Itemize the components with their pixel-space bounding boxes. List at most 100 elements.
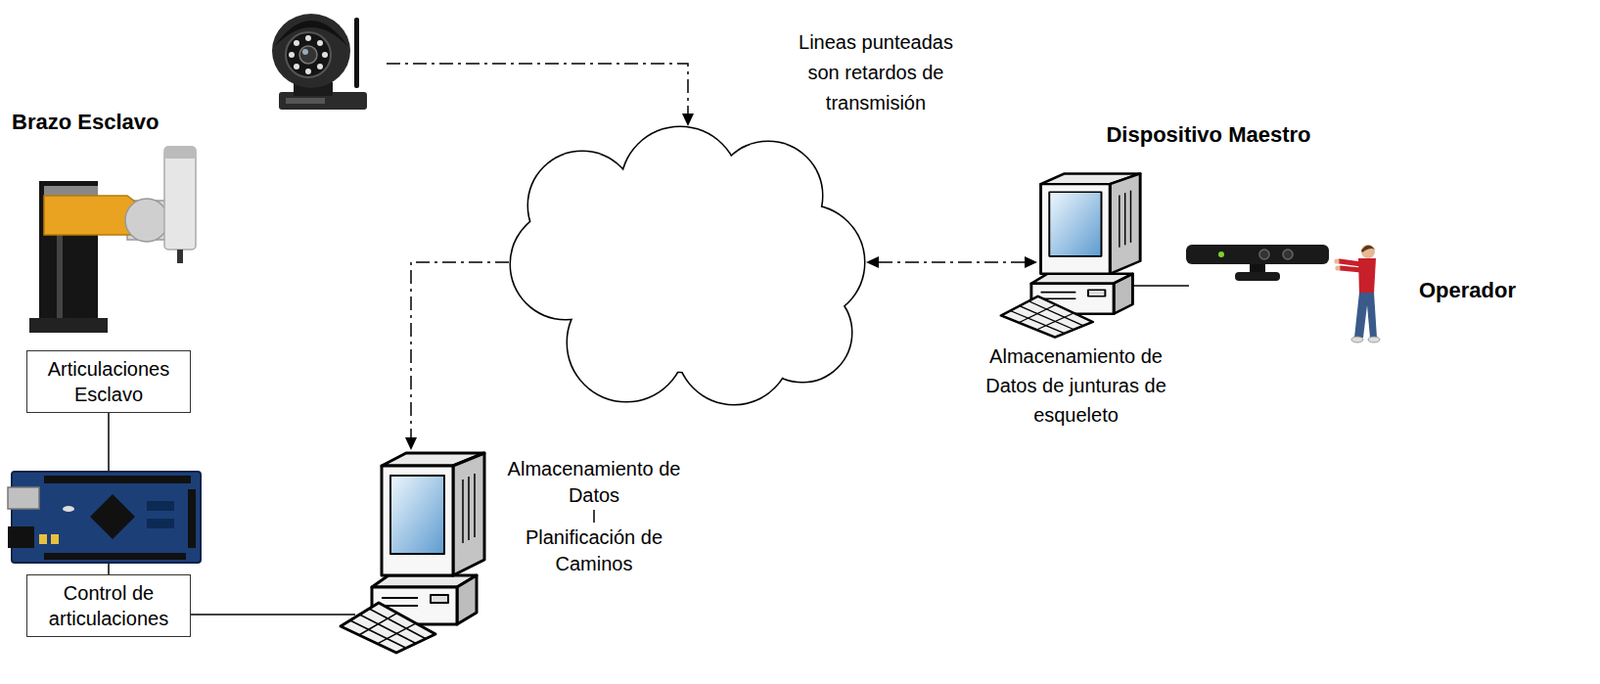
connector-line <box>190 613 356 616</box>
kinect-sensor <box>1186 244 1329 265</box>
ip-camera <box>321 51 328 58</box>
kinect-sensor <box>1131 284 1189 287</box>
arduino-board <box>44 475 191 484</box>
ip-camera <box>305 35 312 42</box>
operator-person <box>1334 265 1340 271</box>
ip-camera <box>285 97 325 104</box>
ip-camera <box>272 13 367 110</box>
computer-icon <box>381 465 454 576</box>
computer-icon <box>1118 195 1120 248</box>
computer-icon <box>453 453 485 576</box>
arduino-board <box>187 489 196 549</box>
computer-icon <box>1018 304 1056 323</box>
computer-icon <box>1041 291 1077 294</box>
arduino-board <box>7 471 201 563</box>
operator-person <box>1339 261 1362 265</box>
node-heading: Operador <box>1418 277 1516 304</box>
kinect-sensor <box>1282 249 1293 260</box>
operator-node: Operador <box>1332 240 1382 347</box>
computer-icon <box>1036 313 1074 330</box>
connector-line <box>411 262 509 438</box>
robot-arm <box>19 141 211 333</box>
arduino-board <box>90 494 136 540</box>
computer-icon <box>1109 173 1141 274</box>
robot-arm <box>164 146 196 159</box>
text-slot: Almacenamiento de Datos <box>496 456 692 509</box>
computer-icon <box>340 453 485 653</box>
computer-icon <box>1001 296 1094 338</box>
arrow-head <box>405 437 417 451</box>
cloud-outline <box>510 127 865 405</box>
computer-icon <box>359 612 398 636</box>
computer-icon <box>1088 289 1105 297</box>
camera-link <box>386 63 688 114</box>
node-heading: Dispositivo Maestro <box>1081 122 1336 148</box>
robot-arm <box>177 249 183 264</box>
computer-icon <box>340 602 436 653</box>
process-box: Control de articulaciones <box>26 574 191 638</box>
operator-person <box>1351 336 1364 343</box>
ip-camera <box>272 13 351 89</box>
kinect-sensor <box>1218 251 1225 258</box>
connector-line <box>878 261 1025 264</box>
operator-person <box>1368 336 1380 343</box>
cloud-outline <box>510 127 865 405</box>
ip-camera <box>317 40 323 46</box>
process-box: Articulaciones Esclavo <box>26 350 191 413</box>
arduino-board <box>39 534 47 545</box>
arrow-head <box>866 256 879 269</box>
cloud-outline <box>753 283 852 382</box>
computer-icon <box>1113 274 1133 315</box>
cloud-outline <box>587 176 783 372</box>
camera-link <box>386 63 694 127</box>
text-slot: Almacenamiento de Datos de junturas de e… <box>970 341 1182 430</box>
computer-icon <box>1130 190 1132 243</box>
kinect-sensor <box>1234 272 1280 281</box>
ip-camera <box>305 68 312 75</box>
arduino-board <box>146 518 175 529</box>
arduino-board <box>62 505 75 512</box>
text-slot: Brazo Esclavo <box>11 109 159 136</box>
kinect-sensor <box>1131 244 1329 286</box>
computer-icon <box>337 450 490 656</box>
ip-camera <box>288 51 295 58</box>
computer-icon <box>1041 183 1111 275</box>
robot-arm <box>29 318 108 333</box>
cloud-outline <box>587 176 783 372</box>
ip-camera <box>293 63 300 70</box>
arduino-board <box>50 534 59 545</box>
operator-person <box>1354 292 1377 338</box>
cloud-outline <box>753 283 852 382</box>
slave-computer: Almacenamiento de DatosPlanificación de … <box>337 450 490 656</box>
node-caption: Planificación de Caminos <box>496 524 692 578</box>
camera-link <box>682 113 694 127</box>
master-computer: Dispositivo MaestroAlmacenamiento de Dat… <box>998 171 1145 340</box>
arduino-board <box>7 487 40 509</box>
robot-arm <box>164 146 196 250</box>
computer-icon <box>1124 192 1126 245</box>
ip-camera <box>302 48 309 55</box>
computer-icon <box>381 596 418 599</box>
ip-camera <box>317 63 323 70</box>
computer-icon <box>390 475 445 554</box>
arduino-board <box>146 501 175 511</box>
ip-camera <box>293 40 300 46</box>
node-caption: Almacenamiento de Datos <box>496 456 692 509</box>
arduino-board <box>11 471 201 563</box>
operator-person <box>1340 268 1362 271</box>
computer-icon <box>998 171 1145 340</box>
computer-icon <box>473 473 476 538</box>
operator-person <box>1361 245 1375 253</box>
text-slot: Operador <box>1418 277 1516 304</box>
text-slot: Planificación de Caminos <box>496 524 692 578</box>
operator-person <box>1333 258 1339 264</box>
separator-bar <box>593 509 595 523</box>
network-cloud: Lineas punteadas son retardos de transmi… <box>508 117 867 407</box>
arduino-board <box>7 526 35 549</box>
computer-icon <box>430 594 449 603</box>
robot-arm <box>125 198 169 242</box>
box-label: Control de articulaciones <box>35 580 183 632</box>
text-slot: Lineas punteadas son retardos de transmi… <box>787 27 964 119</box>
control-wire <box>190 614 356 616</box>
